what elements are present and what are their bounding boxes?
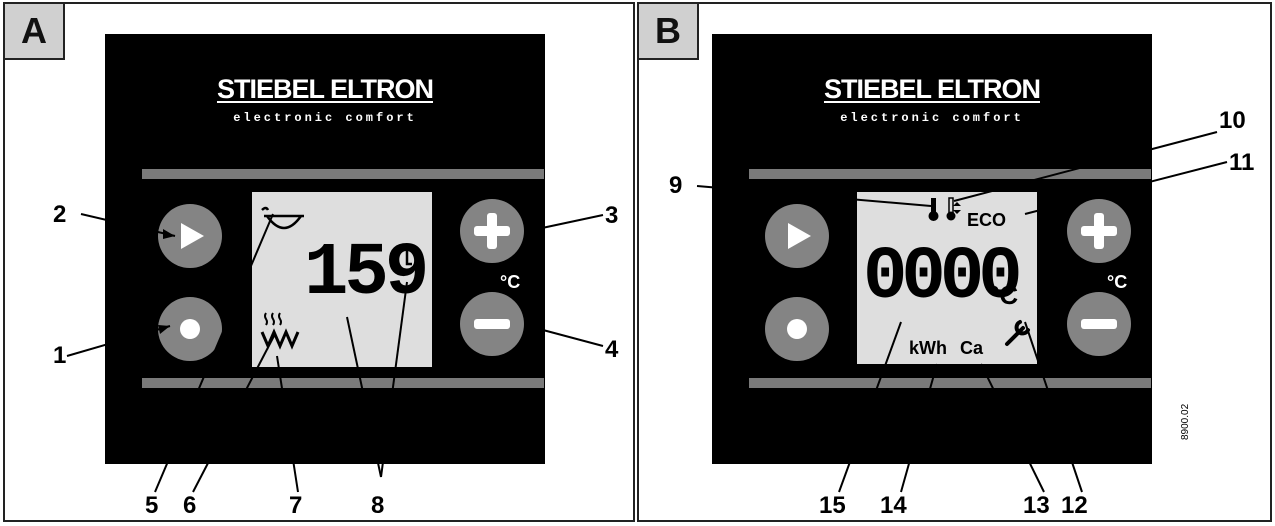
callout-lines-a	[66, 213, 604, 493]
panel-a: A STIEBEL ELTRON electronic comfort °C	[3, 2, 635, 522]
play-icon	[181, 223, 204, 249]
minus-button[interactable]	[460, 292, 524, 356]
lcd-display: ECO 0000 °C kWh Ca	[857, 192, 1037, 364]
plus-icon	[1081, 213, 1117, 249]
minus-button[interactable]	[1067, 292, 1131, 356]
control-unit-b: STIEBEL ELTRON electronic comfort °C	[712, 34, 1152, 464]
callout-14: 14	[880, 492, 907, 519]
callout-15: 15	[819, 492, 846, 519]
callout-5: 5	[145, 492, 159, 519]
play-button[interactable]	[765, 204, 829, 268]
unit-label: °C	[1107, 272, 1128, 292]
panel-a-tag: A	[5, 4, 65, 60]
callout-10: 10	[1219, 107, 1246, 134]
litre-icon	[405, 248, 412, 266]
brand-logo: STIEBEL ELTRON	[216, 74, 434, 104]
wrench-icon	[1005, 320, 1030, 346]
heating-icon	[264, 312, 282, 326]
play-icon	[788, 223, 811, 249]
callout-12: 12	[1061, 492, 1088, 519]
circle-icon	[180, 319, 200, 339]
brand-tagline: electronic comfort	[840, 111, 1024, 125]
callout-2: 2	[53, 201, 67, 228]
eco-indicator: ECO	[967, 210, 1007, 230]
minus-icon	[474, 319, 510, 329]
callout-1: 1	[53, 342, 67, 369]
divider-top	[749, 169, 1151, 179]
lcd-graphics	[928, 197, 1030, 346]
plus-icon	[474, 213, 510, 249]
plus-button[interactable]	[1067, 199, 1131, 263]
lcd-display: 159	[252, 192, 432, 367]
callout-lines-b	[696, 131, 1228, 493]
control-unit-a: STIEBEL ELTRON electronic comfort °C	[105, 34, 545, 464]
thermometer-icon	[928, 198, 939, 221]
callout-7: 7	[289, 492, 303, 519]
display-unit: °C	[989, 280, 1019, 310]
divider-bottom	[142, 378, 544, 388]
callout-8: 8	[371, 492, 385, 519]
kwh-indicator: kWh	[909, 338, 947, 358]
display-value: 159	[304, 232, 429, 316]
select-button[interactable]	[765, 297, 829, 361]
panel-b: B STIEBEL ELTRON electronic comfort °C	[637, 2, 1272, 522]
callout-3: 3	[605, 202, 619, 229]
select-button[interactable]	[158, 297, 222, 361]
divider-top	[142, 169, 544, 179]
plus-button[interactable]	[460, 199, 524, 263]
brand-logo: STIEBEL ELTRON	[823, 74, 1041, 104]
display-value: 0000	[863, 236, 1023, 320]
minus-icon	[1081, 319, 1117, 329]
thermometer-arrows-icon	[946, 197, 961, 221]
drawing-code: 8900.02	[1180, 403, 1191, 440]
circle-icon	[787, 319, 807, 339]
callout-11: 11	[1229, 149, 1255, 176]
callout-6: 6	[183, 492, 197, 519]
unit-label: °C	[500, 272, 521, 292]
ca-indicator: Ca	[960, 338, 984, 358]
divider-bottom	[749, 378, 1151, 388]
brand-tagline: electronic comfort	[233, 111, 417, 125]
callout-9: 9	[669, 172, 683, 199]
callout-13: 13	[1023, 492, 1050, 519]
panel-b-tag: B	[639, 4, 699, 60]
callout-4: 4	[605, 336, 619, 363]
